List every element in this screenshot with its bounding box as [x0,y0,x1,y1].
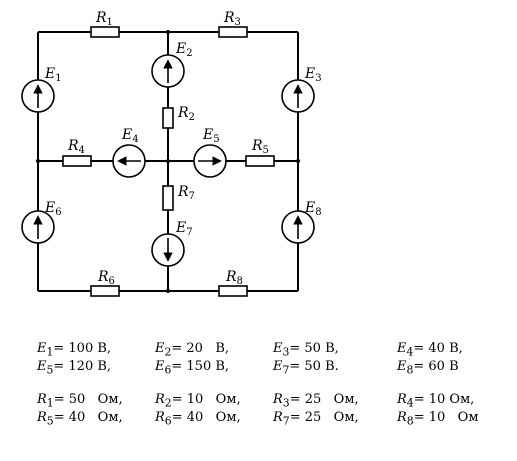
source-e2 [151,54,185,88]
label-r8: R8 [225,269,243,287]
source-e8 [281,210,315,244]
resistor-r3 [218,26,248,38]
label-e3: E3 [304,66,322,84]
resistor-r5 [245,155,275,167]
resistor-r4 [62,155,92,167]
source-e6 [21,210,55,244]
component-labels: R1 R3 E2 E1 E3 R2 E4 E5 R4 R5 R7 E6 E8 E… [44,10,322,287]
source-e3 [281,79,315,113]
source-e5 [193,144,227,178]
label-r7: R7 [177,184,195,202]
resistor-r6 [90,285,120,297]
resistor-r7 [162,185,174,211]
label-e7: E7 [175,220,193,238]
label-e5: E5 [202,127,220,145]
label-e4: E4 [121,127,139,145]
label-r6: R6 [97,269,115,287]
resistors [62,26,275,297]
label-r4: R4 [67,138,85,156]
label-e6: E6 [44,200,62,218]
junctions [36,30,300,293]
label-e2: E2 [175,41,193,59]
sources [21,54,315,267]
resistor-r8 [218,285,248,297]
resistor-r1 [90,26,120,38]
label-r3: R3 [223,10,241,28]
label-e8: E8 [304,200,322,218]
label-e1: E1 [44,66,62,84]
label-r5: R5 [251,138,269,156]
label-r1: R1 [95,10,113,28]
resistor-r2 [162,107,174,129]
source-e4 [112,144,146,178]
source-e1 [21,79,55,113]
source-e7 [151,233,185,267]
label-r2: R2 [177,105,195,123]
